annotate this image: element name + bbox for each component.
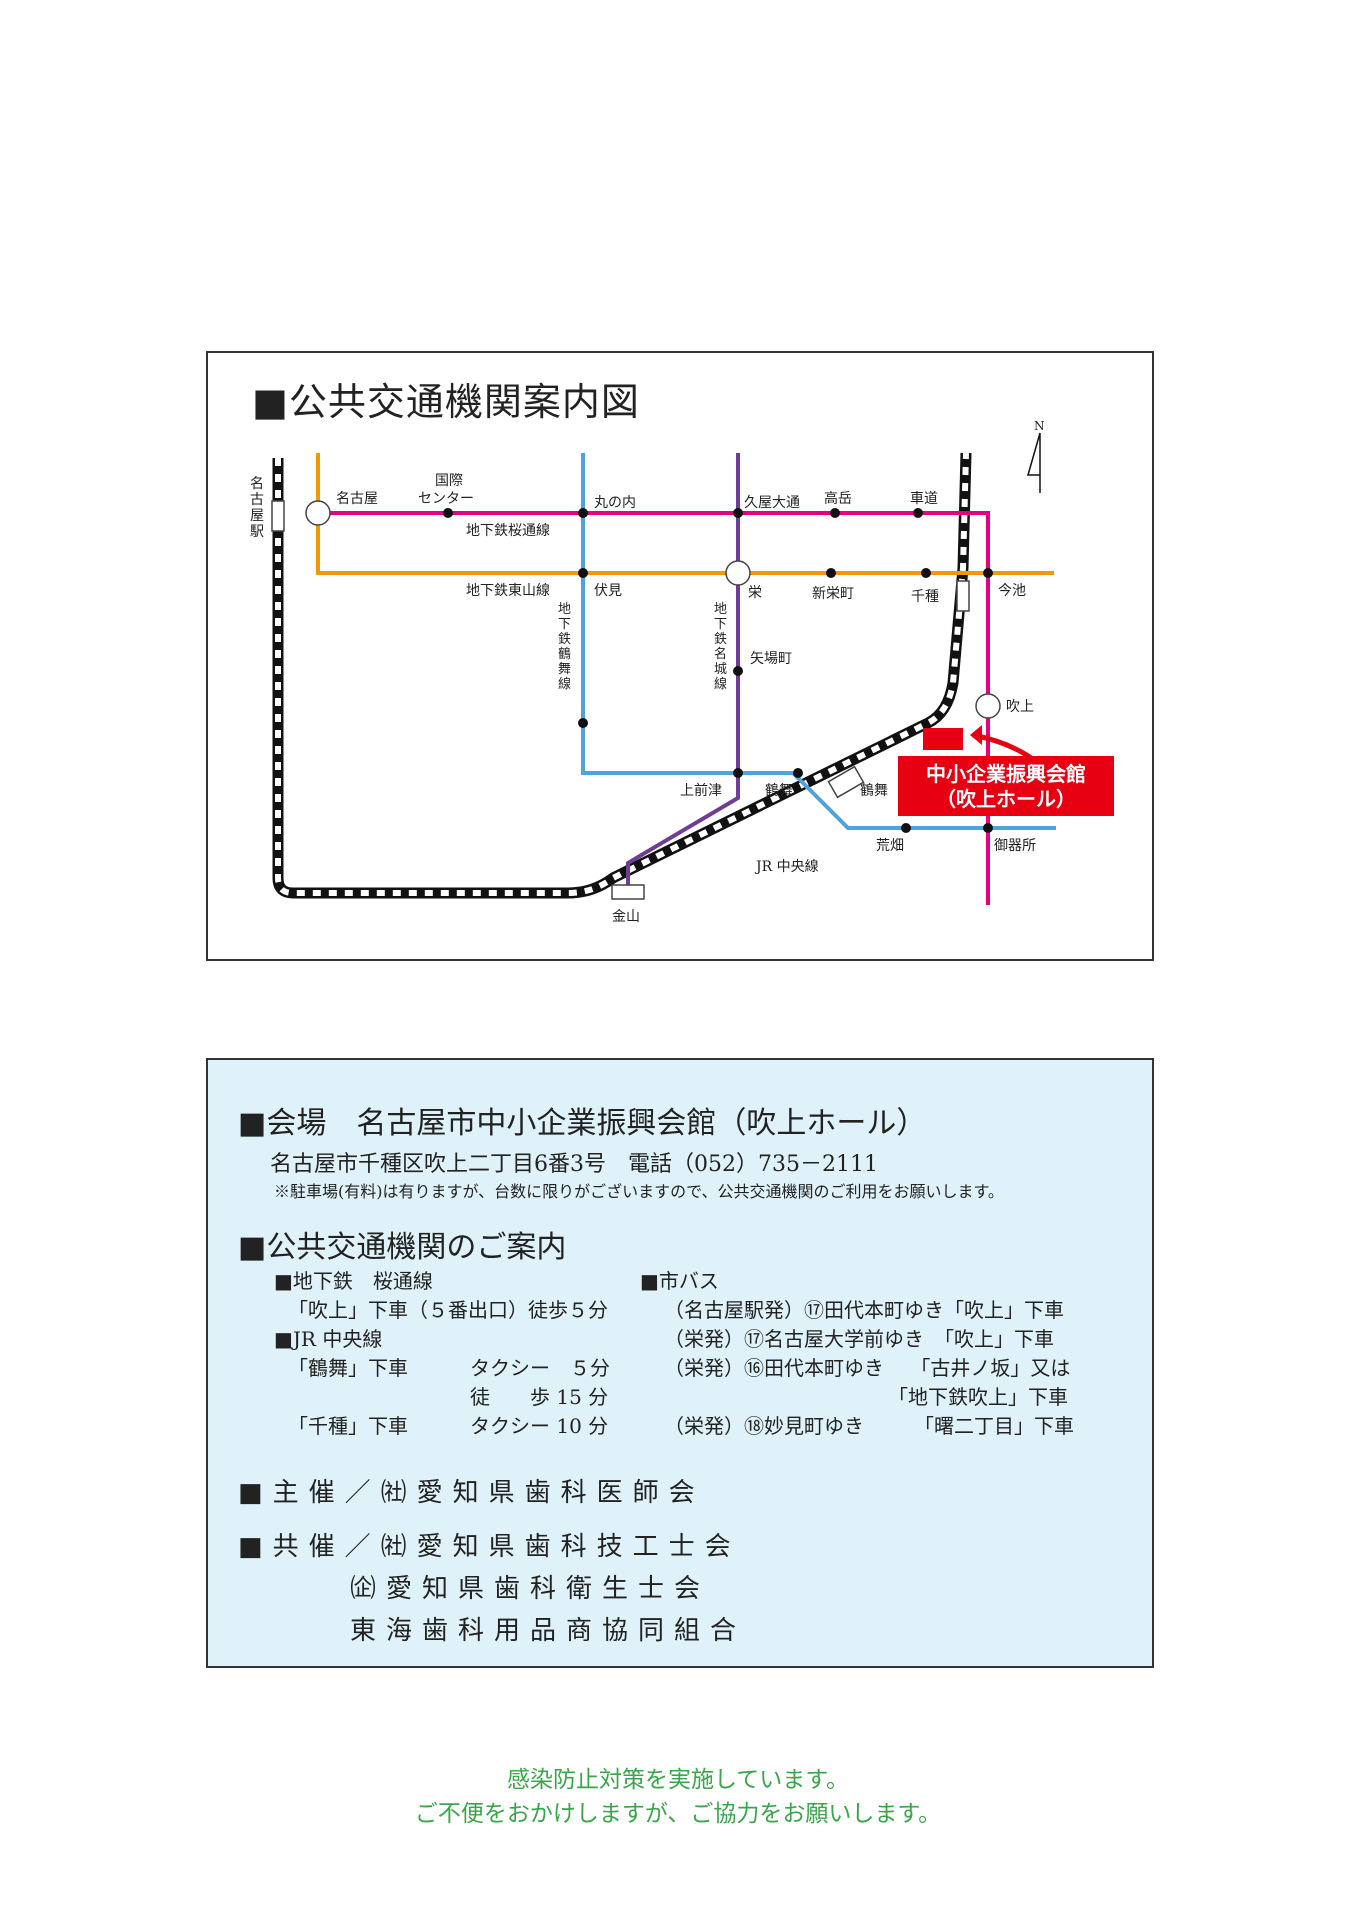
label-sakae: 栄 bbox=[748, 585, 762, 601]
svg-text:鉄: 鉄 bbox=[714, 632, 727, 647]
cohost-organization-1: ■共催／㈳愛知県歯科技工士会 bbox=[238, 1532, 741, 1562]
svg-text:駅: 駅 bbox=[250, 524, 264, 540]
label-marunouchi: 丸の内 bbox=[594, 495, 636, 511]
svg-text:屋: 屋 bbox=[250, 508, 264, 524]
cohost-organization-3: 東海歯科用品商協同組合 bbox=[350, 1616, 747, 1646]
interchange-circles bbox=[305, 500, 1001, 719]
subway-heading: ■地下鉄 桜通線 bbox=[274, 1269, 433, 1293]
label-shinsakae: 新栄町 bbox=[812, 586, 854, 602]
footer-line-1: 感染防止対策を実施しています。 bbox=[506, 1767, 849, 1793]
north-arrow-icon bbox=[1027, 432, 1041, 493]
jr-chuo-line bbox=[272, 452, 972, 899]
footer-line-2: ご不便をおかけしますが、ご協力をお願いします。 bbox=[414, 1801, 942, 1827]
jr-heading: ■JR 中央線 bbox=[274, 1327, 383, 1351]
venue-label-box bbox=[898, 756, 1114, 816]
venue-label-line-2: （吹上ホール） bbox=[936, 787, 1076, 811]
svg-text:地: 地 bbox=[714, 602, 727, 617]
label-chikusa: 千種 bbox=[911, 589, 939, 605]
transit-map: N 中小企業振興会館 （吹上ホール） 名古屋 国際 センター 丸の内 久屋大通 … bbox=[250, 419, 1114, 925]
label-fushimi: 伏見 bbox=[594, 583, 622, 599]
jr-tsurumai: 「鶴舞」下車 bbox=[288, 1356, 408, 1380]
meijo-line bbox=[626, 453, 740, 893]
label-kokusai-2: センター bbox=[418, 491, 474, 507]
label-takaoka: 高岳 bbox=[824, 490, 852, 507]
label-gokisho: 御器所 bbox=[994, 838, 1036, 854]
bus-heading: ■市バス bbox=[640, 1269, 719, 1293]
venue-heading: ■会場 名古屋市中小企業振興会館（吹上ホール） bbox=[238, 1106, 927, 1141]
svg-text:地: 地 bbox=[558, 602, 571, 617]
label-jr-chuo-line: JR 中央線 bbox=[754, 859, 819, 875]
label-kokusai-1: 国際 bbox=[435, 473, 463, 489]
label-kanayama: 金山 bbox=[612, 909, 640, 925]
label-imaike: 今池 bbox=[998, 583, 1026, 599]
bus-route-1: （名古屋駅発）⑰田代本町ゆき「吹上」下車 bbox=[664, 1298, 1064, 1322]
jr-chikusa: 「千種」下車 bbox=[288, 1414, 408, 1438]
label-yabacho: 矢場町 bbox=[750, 651, 792, 667]
svg-text:古: 古 bbox=[250, 492, 264, 508]
jr-tsurumai-walk: 徒 歩 15 分 bbox=[470, 1385, 609, 1409]
jr-tsurumai-taxi: タクシー ５分 bbox=[470, 1356, 610, 1380]
svg-text:下: 下 bbox=[558, 617, 571, 632]
cohost-organization-2: ㈽愛知県歯科衛生士会 bbox=[350, 1574, 711, 1604]
transit-map-panel: ■公共交通機関案内図 bbox=[206, 351, 1154, 961]
label-tsurumai-jr: 鶴舞 bbox=[860, 782, 888, 799]
svg-text:名: 名 bbox=[250, 476, 264, 492]
label-hisaya: 久屋大通 bbox=[744, 495, 800, 511]
north-label: N bbox=[1034, 419, 1045, 433]
label-sakura-line: 地下鉄桜通線 bbox=[466, 523, 550, 539]
transit-heading: ■公共交通機関のご案内 bbox=[238, 1230, 567, 1265]
svg-text:鶴: 鶴 bbox=[558, 646, 571, 662]
svg-text:城: 城 bbox=[714, 662, 727, 677]
label-higashiyama-line: 地下鉄東山線 bbox=[466, 583, 550, 599]
venue-label-line-1: 中小企業振興会館 bbox=[926, 762, 1086, 786]
venue-marker bbox=[923, 728, 963, 750]
jr-chikusa-taxi: タクシー 10 分 bbox=[470, 1414, 609, 1438]
venue-info-panel: ■会場 名古屋市中小企業振興会館（吹上ホール） 名古屋市千種区吹上二丁目6番3号… bbox=[206, 1058, 1154, 1668]
label-arahata: 荒畑 bbox=[876, 838, 904, 854]
svg-text:舞: 舞 bbox=[558, 662, 571, 677]
svg-text:名: 名 bbox=[714, 646, 727, 662]
label-fukiage: 吹上 bbox=[1006, 699, 1034, 715]
svg-text:下: 下 bbox=[714, 617, 727, 632]
station-dots bbox=[443, 508, 993, 833]
svg-text:線: 線 bbox=[558, 676, 571, 692]
label-nagoya: 名古屋 bbox=[336, 491, 378, 507]
higashiyama-line bbox=[316, 453, 1054, 575]
svg-text:線: 線 bbox=[714, 676, 727, 692]
venue-address: 名古屋市千種区吹上二丁目6番3号 電話（052）735－2111 bbox=[270, 1152, 878, 1177]
label-nagoya-eki: 名古屋駅 bbox=[250, 476, 264, 540]
host-organization: ■主催／㈳愛知県歯科医師会 bbox=[238, 1478, 705, 1508]
bus-route-4: （栄発）⑱妙見町ゆき 「曙二丁目」下車 bbox=[664, 1414, 1074, 1438]
label-kurumamichi: 車道 bbox=[910, 490, 938, 507]
bus-route-3: （栄発）⑯田代本町ゆき 「古井ノ坂」又は bbox=[664, 1356, 1071, 1380]
svg-text:鉄: 鉄 bbox=[558, 632, 571, 647]
bus-route-2: （栄発）⑰名古屋大学前ゆき 「吹上」下車 bbox=[664, 1327, 1054, 1351]
bus-route-3b: 「地下鉄吹上」下車 bbox=[888, 1385, 1068, 1409]
jr-station-boxes bbox=[271, 500, 970, 900]
subway-directions: 「吹上」下車（５番出口）徒歩５分 bbox=[288, 1298, 608, 1322]
map-title: ■公共交通機関案内図 bbox=[252, 380, 640, 424]
parking-note: ※駐車場(有料)は有りますが、台数に限りがございますので、公共交通機関のご利用を… bbox=[274, 1182, 1004, 1201]
label-kamimaezu: 上前津 bbox=[680, 782, 722, 799]
label-tsurumai-subway: 鶴舞 bbox=[765, 782, 793, 799]
